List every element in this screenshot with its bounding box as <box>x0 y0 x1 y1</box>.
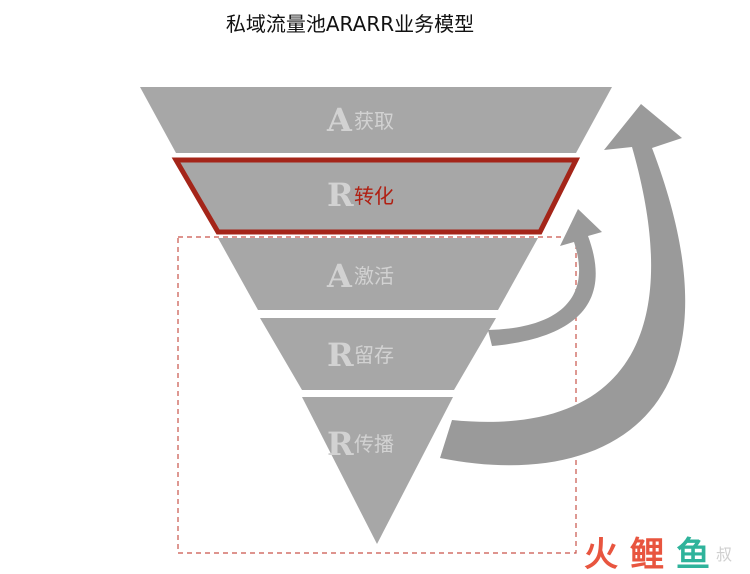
stage-name: 传播 <box>354 432 394 456</box>
watermark-suffix: 叔 <box>716 545 732 564</box>
stage-name: 转化 <box>354 184 394 208</box>
stage-label-activation: A 激活 <box>326 257 394 295</box>
outer-feedback-arrow <box>440 104 686 466</box>
funnel-stage-activation <box>218 238 538 310</box>
inner-feedback-arrow <box>488 209 602 346</box>
stage-label-acquisition: A 获取 <box>326 101 394 139</box>
stage-label-conversion: R 转化 <box>327 176 394 214</box>
funnel-stage-referral <box>302 397 453 544</box>
stage-letter: A <box>326 101 353 139</box>
retention-dashed-frame <box>177 236 577 554</box>
watermark-char-1: 火 <box>584 535 618 574</box>
stage-name: 激活 <box>354 264 394 288</box>
funnel-stage-acquisition <box>140 87 612 153</box>
funnel-stage-retention <box>260 318 496 390</box>
diagram-title: 私域流量池ARARR业务模型 <box>225 12 475 36</box>
stage-name: 留存 <box>354 343 394 367</box>
stage-letter: A <box>326 257 353 295</box>
stage-label-referral: R 传播 <box>327 425 394 463</box>
watermark-char-3: 鱼 <box>676 535 710 574</box>
watermark-logo: 火 鲤 鱼 叔 <box>584 535 732 574</box>
stage-label-retention: R 留存 <box>327 336 394 374</box>
stage-letter: R <box>327 425 354 463</box>
watermark-char-2: 鲤 <box>630 535 664 574</box>
funnel-stage-conversion <box>171 157 581 235</box>
stage-letter: R <box>327 336 354 374</box>
stage-name: 获取 <box>354 109 394 133</box>
stage-letter: R <box>327 176 354 214</box>
